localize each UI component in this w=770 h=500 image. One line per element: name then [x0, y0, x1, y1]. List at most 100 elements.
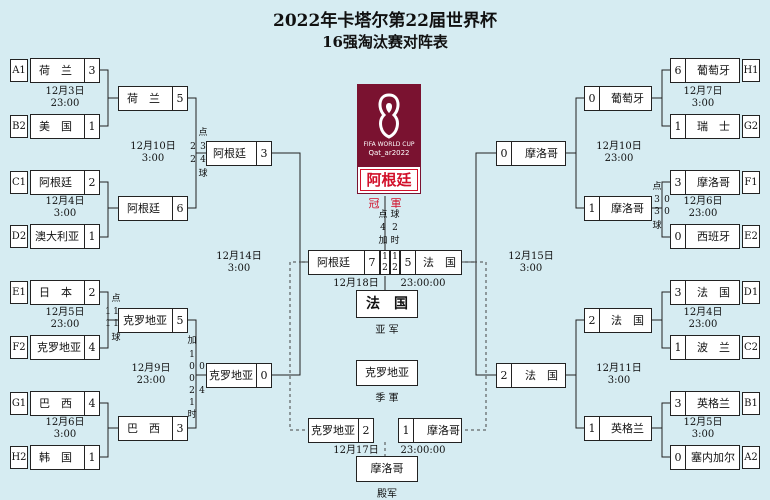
penalty-score: 2: [190, 155, 196, 165]
logo-line1: FIFA WORLD CUP: [363, 141, 415, 148]
seed-label: D1: [742, 281, 760, 304]
world-cup-logo: FIFA WORLD CUP Qat_ar2022 阿根廷: [357, 84, 421, 194]
extra-time-label: 时: [187, 410, 197, 420]
third-place-label: 季 軍: [375, 393, 399, 404]
penalty-score: 1: [105, 319, 111, 329]
seed-label: A2: [742, 446, 760, 469]
seed-label: A1: [10, 59, 28, 82]
penalty-score: 3: [654, 195, 660, 205]
champion-banner: 阿根廷: [360, 169, 418, 191]
extra-time-score: 1: [189, 398, 195, 408]
runner-up-box: 法 国: [356, 290, 418, 318]
seed-label: E2: [742, 225, 760, 248]
penalty-score: 1: [113, 319, 119, 329]
penalty-score: 0: [199, 362, 205, 372]
extra-time-label: 加: [187, 336, 197, 346]
seed-label: B1: [742, 392, 760, 415]
page-title: 2022年卡塔尔第22届世界杯: [273, 11, 497, 31]
seed-label: C2: [742, 336, 760, 359]
extra-time-label: 加: [378, 236, 388, 246]
third-date: 12月17日: [333, 445, 379, 456]
champion-label: 冠 軍: [368, 197, 402, 210]
penalty-label: 点: [111, 294, 121, 304]
extra-time-score: 4: [380, 223, 386, 233]
extra-time-score: 0: [189, 362, 195, 372]
extra-time-label: 时: [390, 236, 400, 246]
extra-time-score: 0: [189, 374, 195, 384]
penalty-label: 球: [198, 169, 208, 179]
penalty-score: 1: [113, 307, 119, 317]
seed-label: H2: [10, 446, 28, 469]
seed-label: G1: [10, 392, 28, 415]
trophy-icon: [358, 85, 420, 193]
third-place-box: 克罗地亚: [356, 360, 418, 386]
penalty-score: 0: [664, 195, 670, 205]
final-date: 12月18日: [333, 278, 379, 289]
seed-label: G2: [742, 115, 760, 138]
runner-up-label: 亚 军: [375, 325, 399, 336]
seed-label: F2: [10, 336, 28, 359]
seed-label: E1: [10, 281, 28, 304]
seed-label: H1: [742, 59, 760, 82]
penalty-score: 4: [200, 155, 206, 165]
logo-line2: Qat_ar2022: [368, 149, 410, 157]
penalty-score: 2: [190, 142, 196, 152]
seed-label: B2: [10, 115, 28, 138]
penalty-label: 点: [198, 128, 208, 138]
penalty-label: 球: [652, 221, 662, 231]
penalty-score: 1: [105, 307, 111, 317]
penalty-label: 球: [111, 333, 121, 343]
penalty-label: 点: [378, 210, 388, 220]
seed-label: D2: [10, 225, 28, 248]
penalty-score: 3: [654, 207, 660, 217]
penalty-score: 3: [200, 142, 206, 152]
page-subtitle: 16强淘汰赛对阵表: [322, 33, 448, 51]
extra-time-score: 2: [392, 223, 398, 233]
penalty-score: 0: [664, 207, 670, 217]
seed-label: C1: [10, 171, 28, 194]
extra-time-score: 2: [189, 386, 195, 396]
fourth-place-box: 摩洛哥: [356, 456, 418, 482]
penalty-label: 球: [390, 210, 400, 220]
